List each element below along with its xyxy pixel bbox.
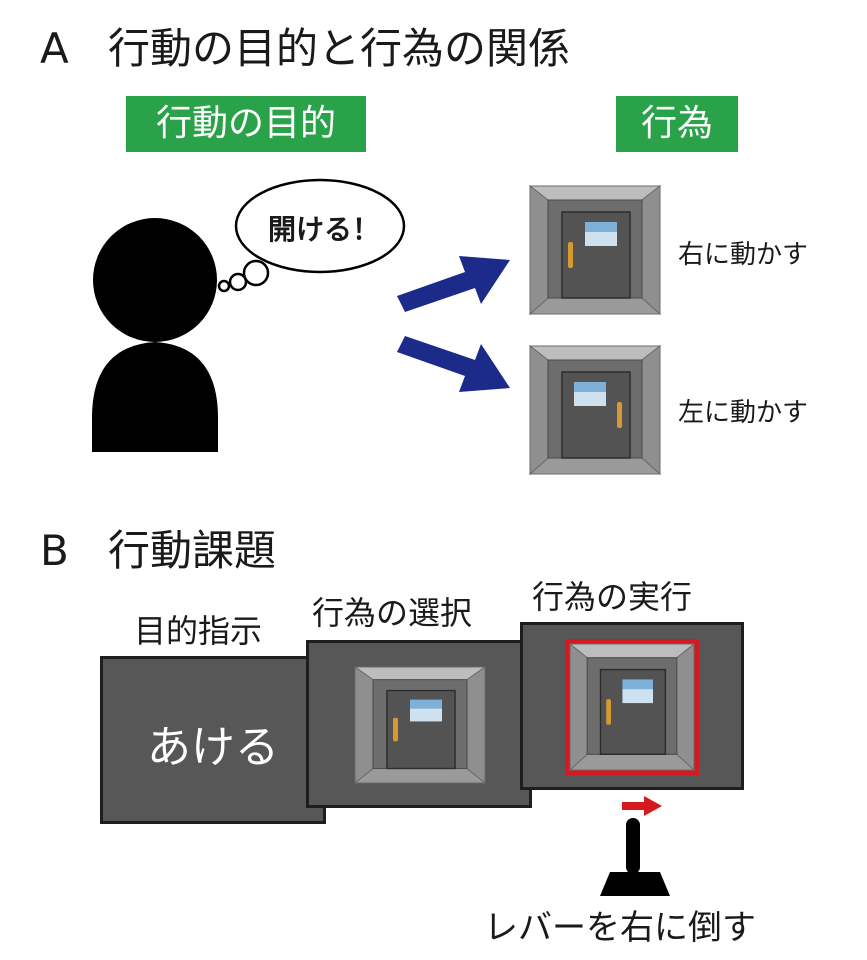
section-a-label: A xyxy=(40,24,69,73)
goal-instruction-text: あける xyxy=(147,722,279,773)
door-handle-left-icon xyxy=(353,666,487,785)
action-selection-panel xyxy=(306,640,532,808)
door-handle-left-icon xyxy=(528,344,662,476)
lever-icon xyxy=(600,818,670,896)
section-b-label: B xyxy=(40,526,69,575)
goal-tag: 行動の目的 xyxy=(126,96,366,152)
door-handle-right-icon xyxy=(568,642,696,772)
red-arrow-right-icon xyxy=(622,796,662,816)
action-execution-panel xyxy=(520,622,744,790)
lever-caption: レバーを右に倒す xyxy=(484,908,756,948)
goal-instruction-panel: あける xyxy=(100,656,326,824)
section-a-title: 行動の目的と行為の関係 xyxy=(108,24,571,73)
arrow-up-right-icon xyxy=(397,256,510,312)
door-handle-right-icon xyxy=(528,184,662,316)
action-tag: 行為 xyxy=(616,96,738,152)
step3-label: 行為の実行 xyxy=(532,578,693,616)
option-right-label: 右に動かす xyxy=(678,240,809,270)
thought-text: 開ける！ xyxy=(267,213,380,246)
person-icon xyxy=(92,218,218,452)
arrow-down-right-icon xyxy=(397,336,510,392)
step1-label: 目的指示 xyxy=(134,612,263,650)
option-left-label: 左に動かす xyxy=(678,398,809,428)
section-b-title: 行動課題 xyxy=(108,526,277,575)
thought-bubble-icon xyxy=(217,178,406,293)
step2-label: 行為の選択 xyxy=(312,594,473,632)
